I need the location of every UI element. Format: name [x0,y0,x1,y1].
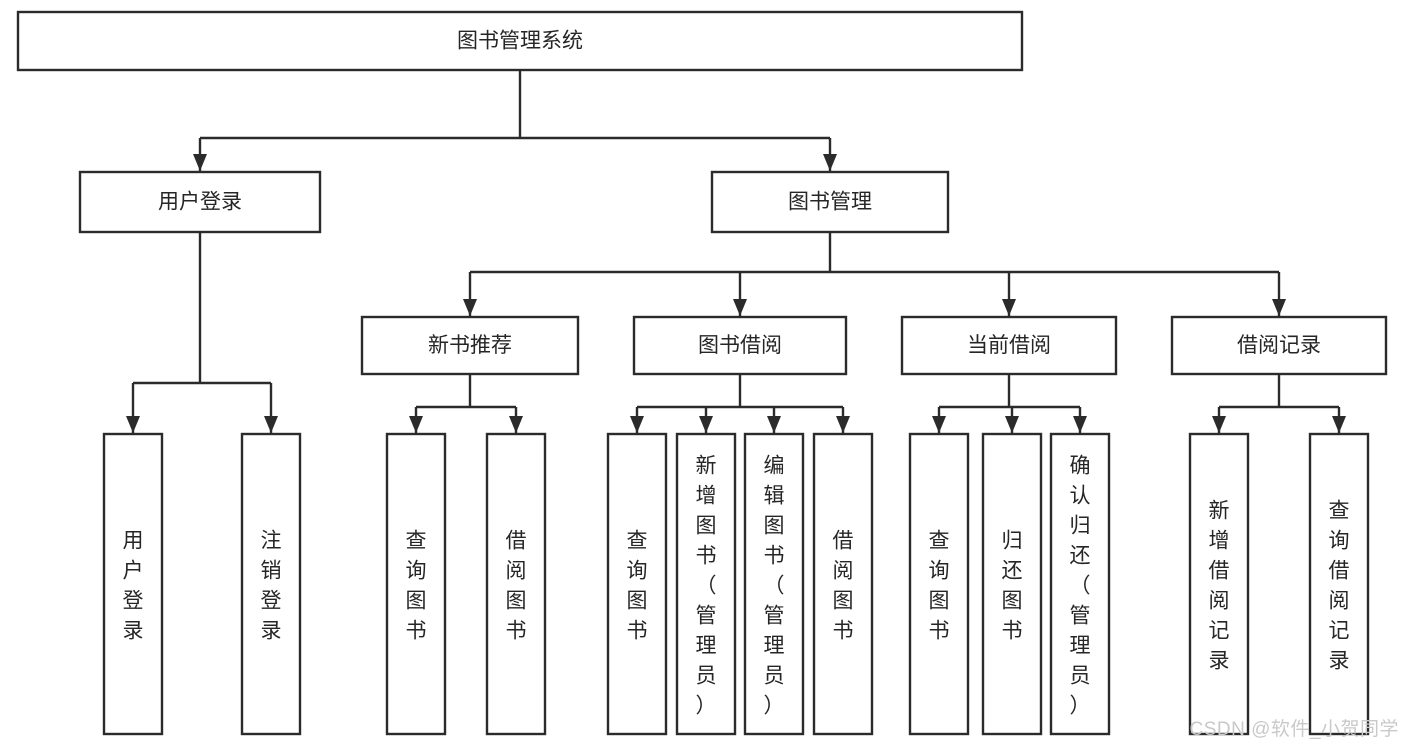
arrow-head-icon [264,416,278,433]
node-root-system-box[interactable] [16,10,1024,72]
node-leaf-user-login[interactable]: 用户登录 [102,432,164,736]
arrow-head-icon [1073,416,1087,433]
node-leaf-return-book-box[interactable] [981,432,1043,736]
arrow-head-icon [699,416,713,433]
node-user-login-box[interactable] [78,170,322,234]
node-current-borrow-box[interactable] [900,315,1118,376]
arrow-head-icon [823,154,837,171]
node-book-borrow[interactable]: 图书借阅 [632,315,848,376]
node-leaf-confirm-return[interactable]: 确认归还（管理员） [1049,432,1111,736]
nodes-layer: 图书管理系统用户登录图书管理新书推荐图书借阅当前借阅借阅记录用户登录注销登录查询… [16,10,1388,736]
arrow-head-icon [1212,416,1226,433]
arrow-head-icon [630,416,644,433]
node-leaf-edit-book[interactable]: 编辑图书（管理员） [743,432,805,736]
arrow-head-icon [836,416,850,433]
node-leaf-query-record[interactable]: 查询借阅记录 [1308,432,1370,736]
node-new-book-rec-label: 新书推荐 [428,334,512,357]
connectors-layer [126,70,1346,433]
node-book-manage-label: 图书管理 [788,191,872,214]
node-root-system[interactable]: 图书管理系统 [16,10,1024,72]
node-leaf-logout-label: 注销登录 [261,529,282,642]
node-book-manage[interactable]: 图书管理 [710,170,950,234]
arrow-head-icon [1002,299,1016,316]
node-new-book-rec[interactable]: 新书推荐 [360,315,580,376]
node-leaf-query-book-3-label: 查询图书 [929,529,950,642]
node-leaf-return-book[interactable]: 归还图书 [981,432,1043,736]
arrow-head-icon [409,416,423,433]
node-leaf-query-book-1-box[interactable] [385,432,447,736]
node-leaf-user-login-box[interactable] [102,432,164,736]
node-leaf-logout-box[interactable] [240,432,302,736]
node-leaf-borrow-book-2-box[interactable] [812,432,874,736]
node-new-book-rec-box[interactable] [360,315,580,376]
node-leaf-query-book-3-box[interactable] [908,432,970,736]
node-leaf-return-book-label: 归还图书 [1002,529,1023,642]
node-leaf-borrow-book-1-box[interactable] [485,432,547,736]
node-leaf-borrow-book-2-label: 借阅图书 [833,529,854,642]
node-leaf-add-book-box[interactable] [675,432,737,736]
node-user-login-label: 用户登录 [158,191,242,214]
node-borrow-record[interactable]: 借阅记录 [1170,315,1388,376]
node-leaf-add-record-box[interactable] [1188,432,1250,736]
node-leaf-logout[interactable]: 注销登录 [240,432,302,736]
node-current-borrow-label: 当前借阅 [967,334,1051,357]
node-leaf-borrow-book-1[interactable]: 借阅图书 [485,432,547,736]
node-leaf-add-book-label: 新增图书（管理员） [696,454,717,717]
node-leaf-add-record-label: 新增借阅记录 [1209,499,1230,672]
node-book-borrow-label: 图书借阅 [698,334,782,357]
node-book-borrow-box[interactable] [632,315,848,376]
node-leaf-add-record[interactable]: 新增借阅记录 [1188,432,1250,736]
node-leaf-query-book-2-box[interactable] [606,432,668,736]
node-leaf-borrow-book-1-label: 借阅图书 [506,529,527,642]
node-leaf-edit-book-label: 编辑图书（管理员） [764,454,785,717]
node-leaf-query-book-3[interactable]: 查询图书 [908,432,970,736]
node-borrow-record-label: 借阅记录 [1237,334,1321,357]
node-book-manage-box[interactable] [710,170,950,234]
node-leaf-confirm-return-label: 确认归还（管理员） [1070,454,1091,717]
node-leaf-confirm-return-box[interactable] [1049,432,1111,736]
node-user-login[interactable]: 用户登录 [78,170,322,234]
node-leaf-borrow-book-2[interactable]: 借阅图书 [812,432,874,736]
arrow-head-icon [932,416,946,433]
arrow-head-icon [733,299,747,316]
arrow-head-icon [1005,416,1019,433]
node-root-system-label: 图书管理系统 [457,30,583,53]
watermark-text: CSDN @软件_小贺同学 [1189,719,1399,740]
node-leaf-query-book-1-label: 查询图书 [406,529,427,642]
arrow-head-icon [767,416,781,433]
arrow-head-icon [1272,299,1286,316]
node-leaf-query-record-label: 查询借阅记录 [1329,499,1350,672]
arrow-head-icon [463,299,477,316]
node-borrow-record-box[interactable] [1170,315,1388,376]
node-current-borrow[interactable]: 当前借阅 [900,315,1118,376]
node-leaf-add-book[interactable]: 新增图书（管理员） [675,432,737,736]
node-leaf-user-login-label: 用户登录 [123,529,144,642]
node-leaf-query-book-2-label: 查询图书 [627,529,648,642]
arrow-head-icon [193,154,207,171]
node-leaf-edit-book-box[interactable] [743,432,805,736]
node-leaf-query-record-box[interactable] [1308,432,1370,736]
arrow-head-icon [509,416,523,433]
node-leaf-query-book-2[interactable]: 查询图书 [606,432,668,736]
arrow-head-icon [126,416,140,433]
arrow-head-icon [1332,416,1346,433]
node-leaf-query-book-1[interactable]: 查询图书 [385,432,447,736]
